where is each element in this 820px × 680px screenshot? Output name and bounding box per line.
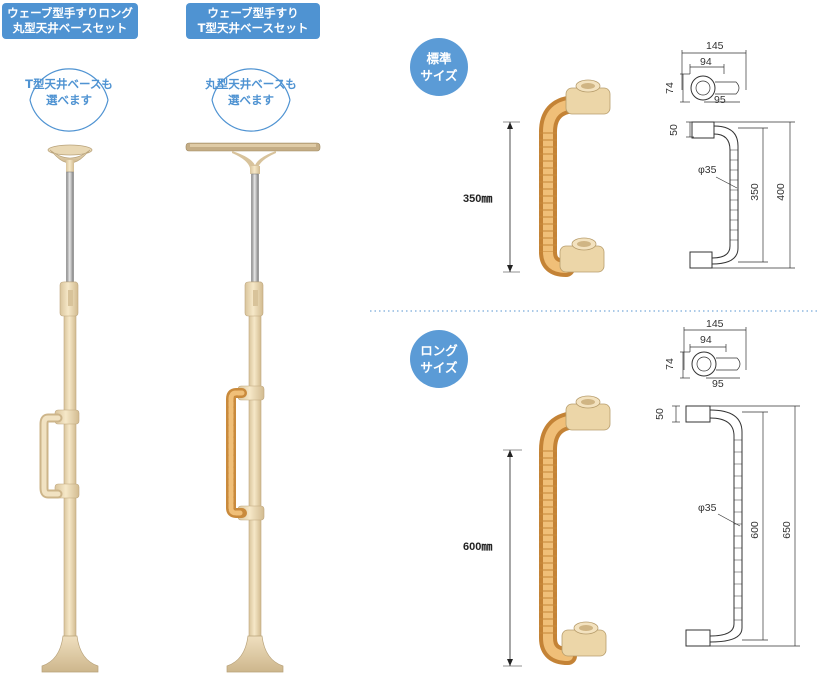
standard-tech-drawing bbox=[680, 50, 795, 269]
note-arc-top-1 bbox=[29, 68, 109, 101]
note-arc-top-2 bbox=[211, 68, 291, 101]
pole-round-base bbox=[29, 68, 109, 673]
standard-grip-photo bbox=[503, 79, 611, 277]
note-arc-bottom-1 bbox=[29, 99, 109, 132]
long-top-width: 145 bbox=[706, 318, 724, 330]
long-grip-length: 600㎜ bbox=[463, 541, 493, 553]
long-top-inner: 94 bbox=[700, 334, 712, 346]
set2-note-line1: 丸型天井ベースも bbox=[205, 77, 297, 91]
set1-note-line1: T型天井ベースも bbox=[25, 77, 113, 91]
standard-diameter: φ35 bbox=[698, 164, 717, 176]
note-arc-bottom-2 bbox=[211, 99, 291, 132]
set2-title-line2: T型天井ベースセット bbox=[197, 21, 309, 35]
set2-note-line2: 選べます bbox=[228, 93, 274, 107]
standard-label-line1: 標準 bbox=[426, 51, 452, 66]
set2-title-box: ウェーブ型手すり T型天井ベースセット bbox=[186, 3, 320, 39]
standard-top-width: 145 bbox=[706, 40, 724, 52]
long-top-depth: 74 bbox=[663, 358, 676, 370]
long-tech-drawing bbox=[672, 327, 800, 647]
standard-inner-length: 350 bbox=[748, 183, 761, 201]
long-top-offset: 95 bbox=[712, 378, 724, 390]
set2-note: 丸型天井ベースも 選べます bbox=[196, 76, 306, 108]
long-outer-length: 650 bbox=[780, 521, 793, 539]
standard-grip-length: 350㎜ bbox=[463, 193, 493, 205]
set2-title-line1: ウェーブ型手すり bbox=[207, 6, 299, 20]
long-diameter: φ35 bbox=[698, 502, 717, 514]
set1-title-box: ウェーブ型手すりロング 丸型天井ベースセット bbox=[2, 3, 138, 39]
standard-bracket-height: 50 bbox=[667, 124, 680, 136]
standard-size-badge: 標準 サイズ bbox=[410, 38, 468, 96]
set1-title-line1: ウェーブ型手すりロング bbox=[7, 6, 133, 20]
long-bracket-height: 50 bbox=[653, 408, 666, 420]
set1-note-line2: 選べます bbox=[46, 93, 92, 107]
pole-t-base bbox=[185, 68, 321, 673]
long-size-badge: ロング サイズ bbox=[410, 330, 468, 388]
set1-title-line2: 丸型天井ベースセット bbox=[12, 21, 128, 35]
long-grip-photo bbox=[503, 395, 611, 667]
standard-top-inner: 94 bbox=[700, 56, 712, 68]
long-inner-length: 600 bbox=[748, 521, 761, 539]
standard-label-line2: サイズ bbox=[420, 68, 458, 83]
standard-top-depth: 74 bbox=[663, 82, 676, 94]
long-label-line2: サイズ bbox=[420, 360, 458, 375]
standard-outer-length: 400 bbox=[774, 183, 787, 201]
set1-note: T型天井ベースも 選べます bbox=[14, 76, 124, 108]
standard-top-offset: 95 bbox=[714, 94, 726, 106]
long-label-line1: ロング bbox=[420, 343, 458, 358]
